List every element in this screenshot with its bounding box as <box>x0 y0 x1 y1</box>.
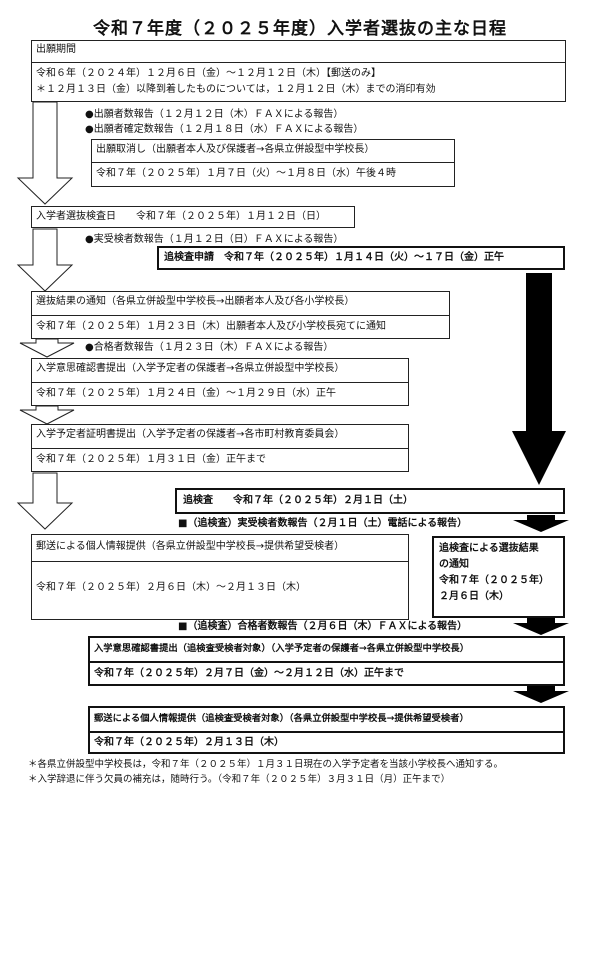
re-personal-box: 郵送による個人情報提供（追検査受検者対象）（各県立併設型中学校長→提供希望受検者… <box>88 706 565 754</box>
application-heading: 出願期間 <box>36 44 76 55</box>
re-result-line4: ２月６日（木） <box>439 591 509 602</box>
flow-arrow-outline-2 <box>16 228 74 292</box>
re-exam-application-box: 追検査申請 令和７年（２０２５年）１月１４日（火）～１７日（金）正午 <box>157 246 565 270</box>
application-period-box: 出願期間 令和６年（２０２４年）１２月６日（金）～１２月１２日（木）【郵送のみ】… <box>31 40 566 102</box>
exam-day-box: 入学者選抜検査日 令和７年（２０２５年）１月１２日（日） <box>31 206 355 228</box>
report-applicant-count: ●出願者数報告（１２月１２日（木）ＦＡＸによる報告） <box>85 109 344 120</box>
intent-box: 入学意思確認書提出（入学予定者の保護者→各県立併設型中学校長） 令和７年（２０２… <box>31 358 409 406</box>
result-notice-box: 選抜結果の通知（各県立併設型中学校長→出願者本人及び各小学校長） 令和７年（２０… <box>31 291 450 339</box>
report-actual-examinees: ●実受検者数報告（１月１２日（日）ＦＡＸによる報告） <box>85 234 344 245</box>
intent-date: 令和７年（２０２５年）１月２４日（金）～１月２９日（水）正午 <box>36 388 336 399</box>
certificate-heading: 入学予定者証明書提出（入学予定者の保護者→各市町村教育委員会） <box>36 429 345 440</box>
re-intent-box: 入学意思確認書提出（追検査受検者対象）（入学予定者の保護者→各県立併設型中学校長… <box>88 636 565 686</box>
page-title: 令和７年度（２０２５年度）入学者選抜の主な日程 <box>93 19 507 39</box>
report-re-exam-passers: ■（追検査）合格者数報告（２月６日（木）ＦＡＸによる報告） <box>178 621 468 632</box>
personal-info-box: 郵送による個人情報提供（各県立併設型中学校長→提供希望受検者） 令和７年（２０２… <box>31 534 409 620</box>
report-applicant-confirmed: ●出願者確定数報告（１２月１８日（水）ＦＡＸによる報告） <box>85 124 364 135</box>
flow-arrow-black-right <box>512 273 566 485</box>
re-result-line3: 令和７年（２０２５年） <box>439 575 549 586</box>
re-result-line1: 追検査による選抜結果 <box>439 543 539 554</box>
withdrawal-box: 出願取消し（出願者本人及び保護者→各県立併設型中学校長） 令和７年（２０２５年）… <box>91 139 455 187</box>
intent-heading: 入学意思確認書提出（入学予定者の保護者→各県立併設型中学校長） <box>36 363 345 374</box>
footnote-1: ＊各県立併設型中学校長は，令和７年（２０２５年）１月３１日現在の入学予定者を当該… <box>28 759 504 770</box>
flow-arrow-small-1 <box>19 338 75 358</box>
withdrawal-date: 令和７年（２０２５年）１月７日（火）～１月８日（水）午後４時 <box>96 168 396 179</box>
re-exam-box: 追検査 令和７年（２０２５年）２月１日（土） <box>175 488 565 514</box>
re-exam-text: 追検査 令和７年（２０２５年）２月１日（土） <box>183 495 413 506</box>
personal-info-heading: 郵送による個人情報提供（各県立併設型中学校長→提供希望受検者） <box>36 541 345 552</box>
application-line2: ＊１２月１３日（金）以降到着したものについては，１２月１２日（木）までの消印有効 <box>36 84 436 95</box>
flow-arrow-black-small-3 <box>513 686 569 703</box>
flow-arrow-outline-1 <box>16 101 74 205</box>
flow-arrow-black-small-2 <box>513 618 569 635</box>
result-notice-heading: 選抜結果の通知（各県立併設型中学校長→出願者本人及び各小学校長） <box>36 296 355 307</box>
personal-info-date: 令和７年（２０２５年）２月６日（木）～２月１３日（木） <box>36 582 306 593</box>
certificate-box: 入学予定者証明書提出（入学予定者の保護者→各市町村教育委員会） 令和７年（２０２… <box>31 424 409 472</box>
re-result-line2: の通知 <box>439 559 469 570</box>
re-exam-result-box: 追検査による選抜結果 の通知 令和７年（２０２５年） ２月６日（木） <box>432 536 565 618</box>
footnote-2: ＊入学辞退に伴う欠員の補充は，随時行う。（令和７年（２０２５年）３月３１日（月）… <box>28 774 451 785</box>
re-exam-application-text: 追検査申請 令和７年（２０２５年）１月１４日（火）～１７日（金）正午 <box>164 252 504 263</box>
withdrawal-heading: 出願取消し（出願者本人及び保護者→各県立併設型中学校長） <box>96 144 375 155</box>
result-notice-date: 令和７年（２０２５年）１月２３日（木）出願者本人及び小学校長宛てに通知 <box>36 321 386 332</box>
flow-arrow-outline-3 <box>16 472 74 530</box>
re-personal-date: 令和７年（２０２５年）２月１３日（木） <box>94 737 284 748</box>
report-passers: ●合格者数報告（１月２３日（木）ＦＡＸによる報告） <box>85 342 334 353</box>
re-intent-date: 令和７年（２０２５年）２月７日（金）～２月１２日（水）正午まで <box>94 668 404 679</box>
exam-day-text: 入学者選抜検査日 令和７年（２０２５年）１月１２日（日） <box>36 211 326 222</box>
flow-arrow-black-small-1 <box>513 515 569 532</box>
re-personal-heading: 郵送による個人情報提供（追検査受検者対象）（各県立併設型中学校長→提供希望受検者… <box>94 713 469 724</box>
certificate-date: 令和７年（２０２５年）１月３１日（金）正午まで <box>36 454 266 465</box>
re-intent-heading: 入学意思確認書提出（追検査受検者対象）（入学予定者の保護者→各県立併設型中学校長… <box>94 643 470 654</box>
application-line1: 令和６年（２０２４年）１２月６日（金）～１２月１２日（木）【郵送のみ】 <box>36 68 381 79</box>
report-re-exam-examinees: ■（追検査）実受検者数報告（２月１日（土）電話による報告） <box>178 518 468 529</box>
flow-arrow-small-2 <box>19 405 75 425</box>
